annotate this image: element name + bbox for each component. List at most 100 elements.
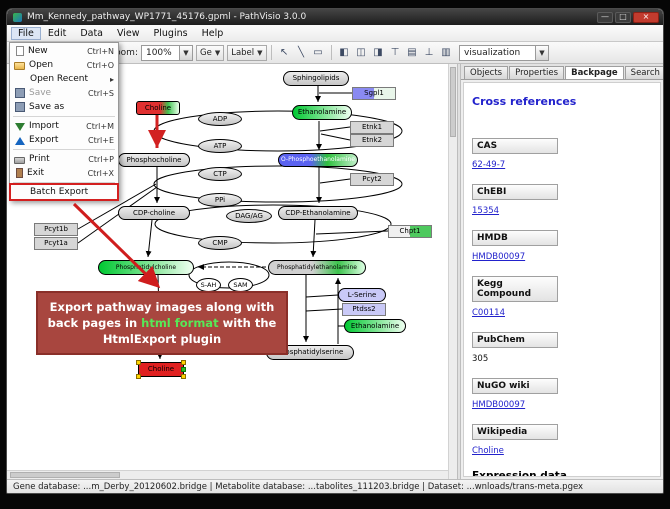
dropdown-arrow-icon[interactable]: ▼ (214, 48, 221, 57)
gene-product-button[interactable]: Ge ▼ (195, 44, 225, 61)
tab-objects[interactable]: Objects (464, 66, 509, 79)
zoom-label: Zoom: (109, 47, 138, 58)
align-right-icon[interactable]: ◨ (373, 47, 383, 58)
pathway-node-ethanolamine[interactable]: Ethanolamine (292, 105, 352, 120)
menu-item-shortcut: Ctrl+N (87, 46, 114, 56)
xref-database-name: HMDB (472, 230, 558, 246)
pathway-node-etnk1[interactable]: Etnk1 (350, 121, 394, 134)
xref-database-name: Wikipedia (472, 424, 558, 440)
dropdown-arrow-icon[interactable]: ▼ (178, 45, 192, 60)
xref-link[interactable]: 15354 (472, 206, 500, 216)
line-icon[interactable]: ╲ (298, 47, 305, 58)
shape-icon[interactable]: ▭ (313, 47, 323, 58)
selection-handle[interactable] (181, 374, 186, 379)
align-middle-icon[interactable]: ▤ (407, 47, 417, 58)
pathway-node-o-phosphoethanolamine[interactable]: O-Phosphoethanolamine (278, 153, 358, 167)
xref-link[interactable]: Choline (472, 446, 504, 456)
menu-data[interactable]: Data (80, 27, 103, 39)
visualization-combobox[interactable]: visualization ▼ (459, 45, 549, 61)
menu-edit[interactable]: Edit (47, 27, 67, 39)
selection-handle[interactable] (181, 360, 186, 365)
rotation-handle[interactable] (181, 366, 186, 372)
maximize-button[interactable]: □ (615, 11, 631, 23)
scrollbar-thumb[interactable] (450, 67, 456, 137)
visualization-value: visualization (464, 48, 521, 58)
panel-splitter[interactable] (457, 64, 461, 479)
pathway-node-l-serine[interactable]: L-Serine (338, 288, 386, 302)
align-bottom-icon[interactable]: ⊥ (424, 47, 434, 58)
pathway-node-pcyt2[interactable]: Pcyt2 (350, 173, 394, 186)
pathway-node-cdp-ethanolamine[interactable]: CDP-Ethanolamine (278, 206, 358, 220)
menu-plugins[interactable]: Plugins (153, 27, 188, 39)
selection-handle[interactable] (136, 374, 141, 379)
save-disk-icon (15, 102, 25, 112)
xref-link[interactable]: 62-49-7 (472, 160, 506, 170)
tab-properties[interactable]: Properties (509, 66, 565, 79)
side-panel: ObjectsPropertiesBackpageSearchLegend Cr… (461, 64, 663, 479)
zoom-combobox[interactable]: 100% ▼ (140, 44, 193, 61)
file-menu-item-batch-export[interactable]: Batch Export (9, 183, 119, 201)
status-bar: Gene database: ...m_Derby_20120602.bridg… (7, 479, 663, 493)
menu-view[interactable]: View (117, 27, 140, 39)
pathway-node-sphingolipids[interactable]: Sphingolipids (283, 71, 349, 86)
pathway-node-phosphatidylethanolamine[interactable]: Phosphatidylethanolamine (268, 260, 366, 275)
pathway-node-etnk2[interactable]: Etnk2 (350, 134, 394, 147)
xref-link[interactable]: HMDB00097 (472, 252, 526, 262)
selection-handle[interactable] (136, 360, 141, 365)
pathway-node-pcyt1b[interactable]: Pcyt1b (34, 223, 78, 236)
pathway-node-cmp[interactable]: CMP (198, 236, 242, 250)
pathway-node-phosphatidylserine[interactable]: Phosphatidylserine (266, 345, 354, 360)
align-left-icon[interactable]: ◧ (339, 47, 349, 58)
exit-door-icon (16, 168, 23, 178)
pathway-node-choline[interactable]: Choline (136, 360, 186, 379)
pathway-node-dag-ag[interactable]: DAG/AG (226, 209, 272, 223)
menu-help[interactable]: Help (201, 27, 224, 39)
file-menu-item-save-as[interactable]: Save as (11, 100, 117, 114)
pathway-node-chpt1[interactable]: Chpt1 (388, 225, 432, 238)
pathway-node-choline[interactable]: Choline (136, 101, 180, 115)
pathway-node-ppi[interactable]: PPi (198, 193, 242, 207)
pathway-node-pcyt1a[interactable]: Pcyt1a (34, 237, 78, 250)
pathway-node-adp[interactable]: ADP (198, 112, 242, 126)
pathway-node-cdp-choline[interactable]: CDP-choline (118, 206, 190, 220)
pathway-node-ctp[interactable]: CTP (198, 167, 242, 181)
dropdown-arrow-icon[interactable]: ▼ (257, 48, 263, 57)
xref-link[interactable]: C00114 (472, 308, 505, 318)
pathway-node-ptdss2[interactable]: Ptdss2 (342, 303, 386, 316)
pointer-icon[interactable]: ↖ (279, 47, 289, 58)
minimize-button[interactable]: — (597, 11, 613, 23)
canvas-horizontal-scrollbar[interactable] (7, 470, 448, 479)
tab-backpage[interactable]: Backpage (565, 66, 624, 79)
pathway-node-ethanolamine[interactable]: Ethanolamine (344, 319, 406, 333)
dropdown-arrow-icon[interactable]: ▼ (535, 46, 548, 60)
pathway-node-s-ah[interactable]: S-AH (196, 278, 221, 292)
pathway-node-phosphocholine[interactable]: Phosphocholine (118, 153, 190, 167)
scrollbar-thumb[interactable] (10, 472, 120, 478)
pathway-node-sam[interactable]: SAM (228, 278, 253, 292)
open-folder-icon (14, 62, 25, 70)
align-center-icon[interactable]: ◫ (356, 47, 366, 58)
align-top-icon[interactable]: ⊤ (390, 47, 400, 58)
menu-file[interactable]: File (11, 26, 41, 40)
pathway-node-phosphatidylcholine[interactable]: Phosphatidylcholine (98, 260, 194, 275)
export-arrow-icon (15, 136, 25, 145)
tab-search[interactable]: Search (624, 66, 663, 79)
title-bar[interactable]: Mm_Kennedy_pathway_WP1771_45176.gpml - P… (7, 9, 663, 25)
pathway-node-atp[interactable]: ATP (198, 139, 242, 153)
file-menu-item-open-recent[interactable]: Open Recent▸ (11, 72, 117, 86)
xref-link[interactable]: HMDB00097 (472, 400, 526, 410)
close-button[interactable]: × (633, 11, 659, 23)
label-tool-text: Label (231, 47, 255, 58)
distribute-horizontal-icon[interactable]: ▥ (441, 47, 451, 58)
pathway-node-sgpl1[interactable]: Sgpl1 (352, 87, 396, 100)
canvas-vertical-scrollbar[interactable] (448, 64, 457, 479)
label-tool-button[interactable]: Label ▼ (227, 44, 267, 61)
